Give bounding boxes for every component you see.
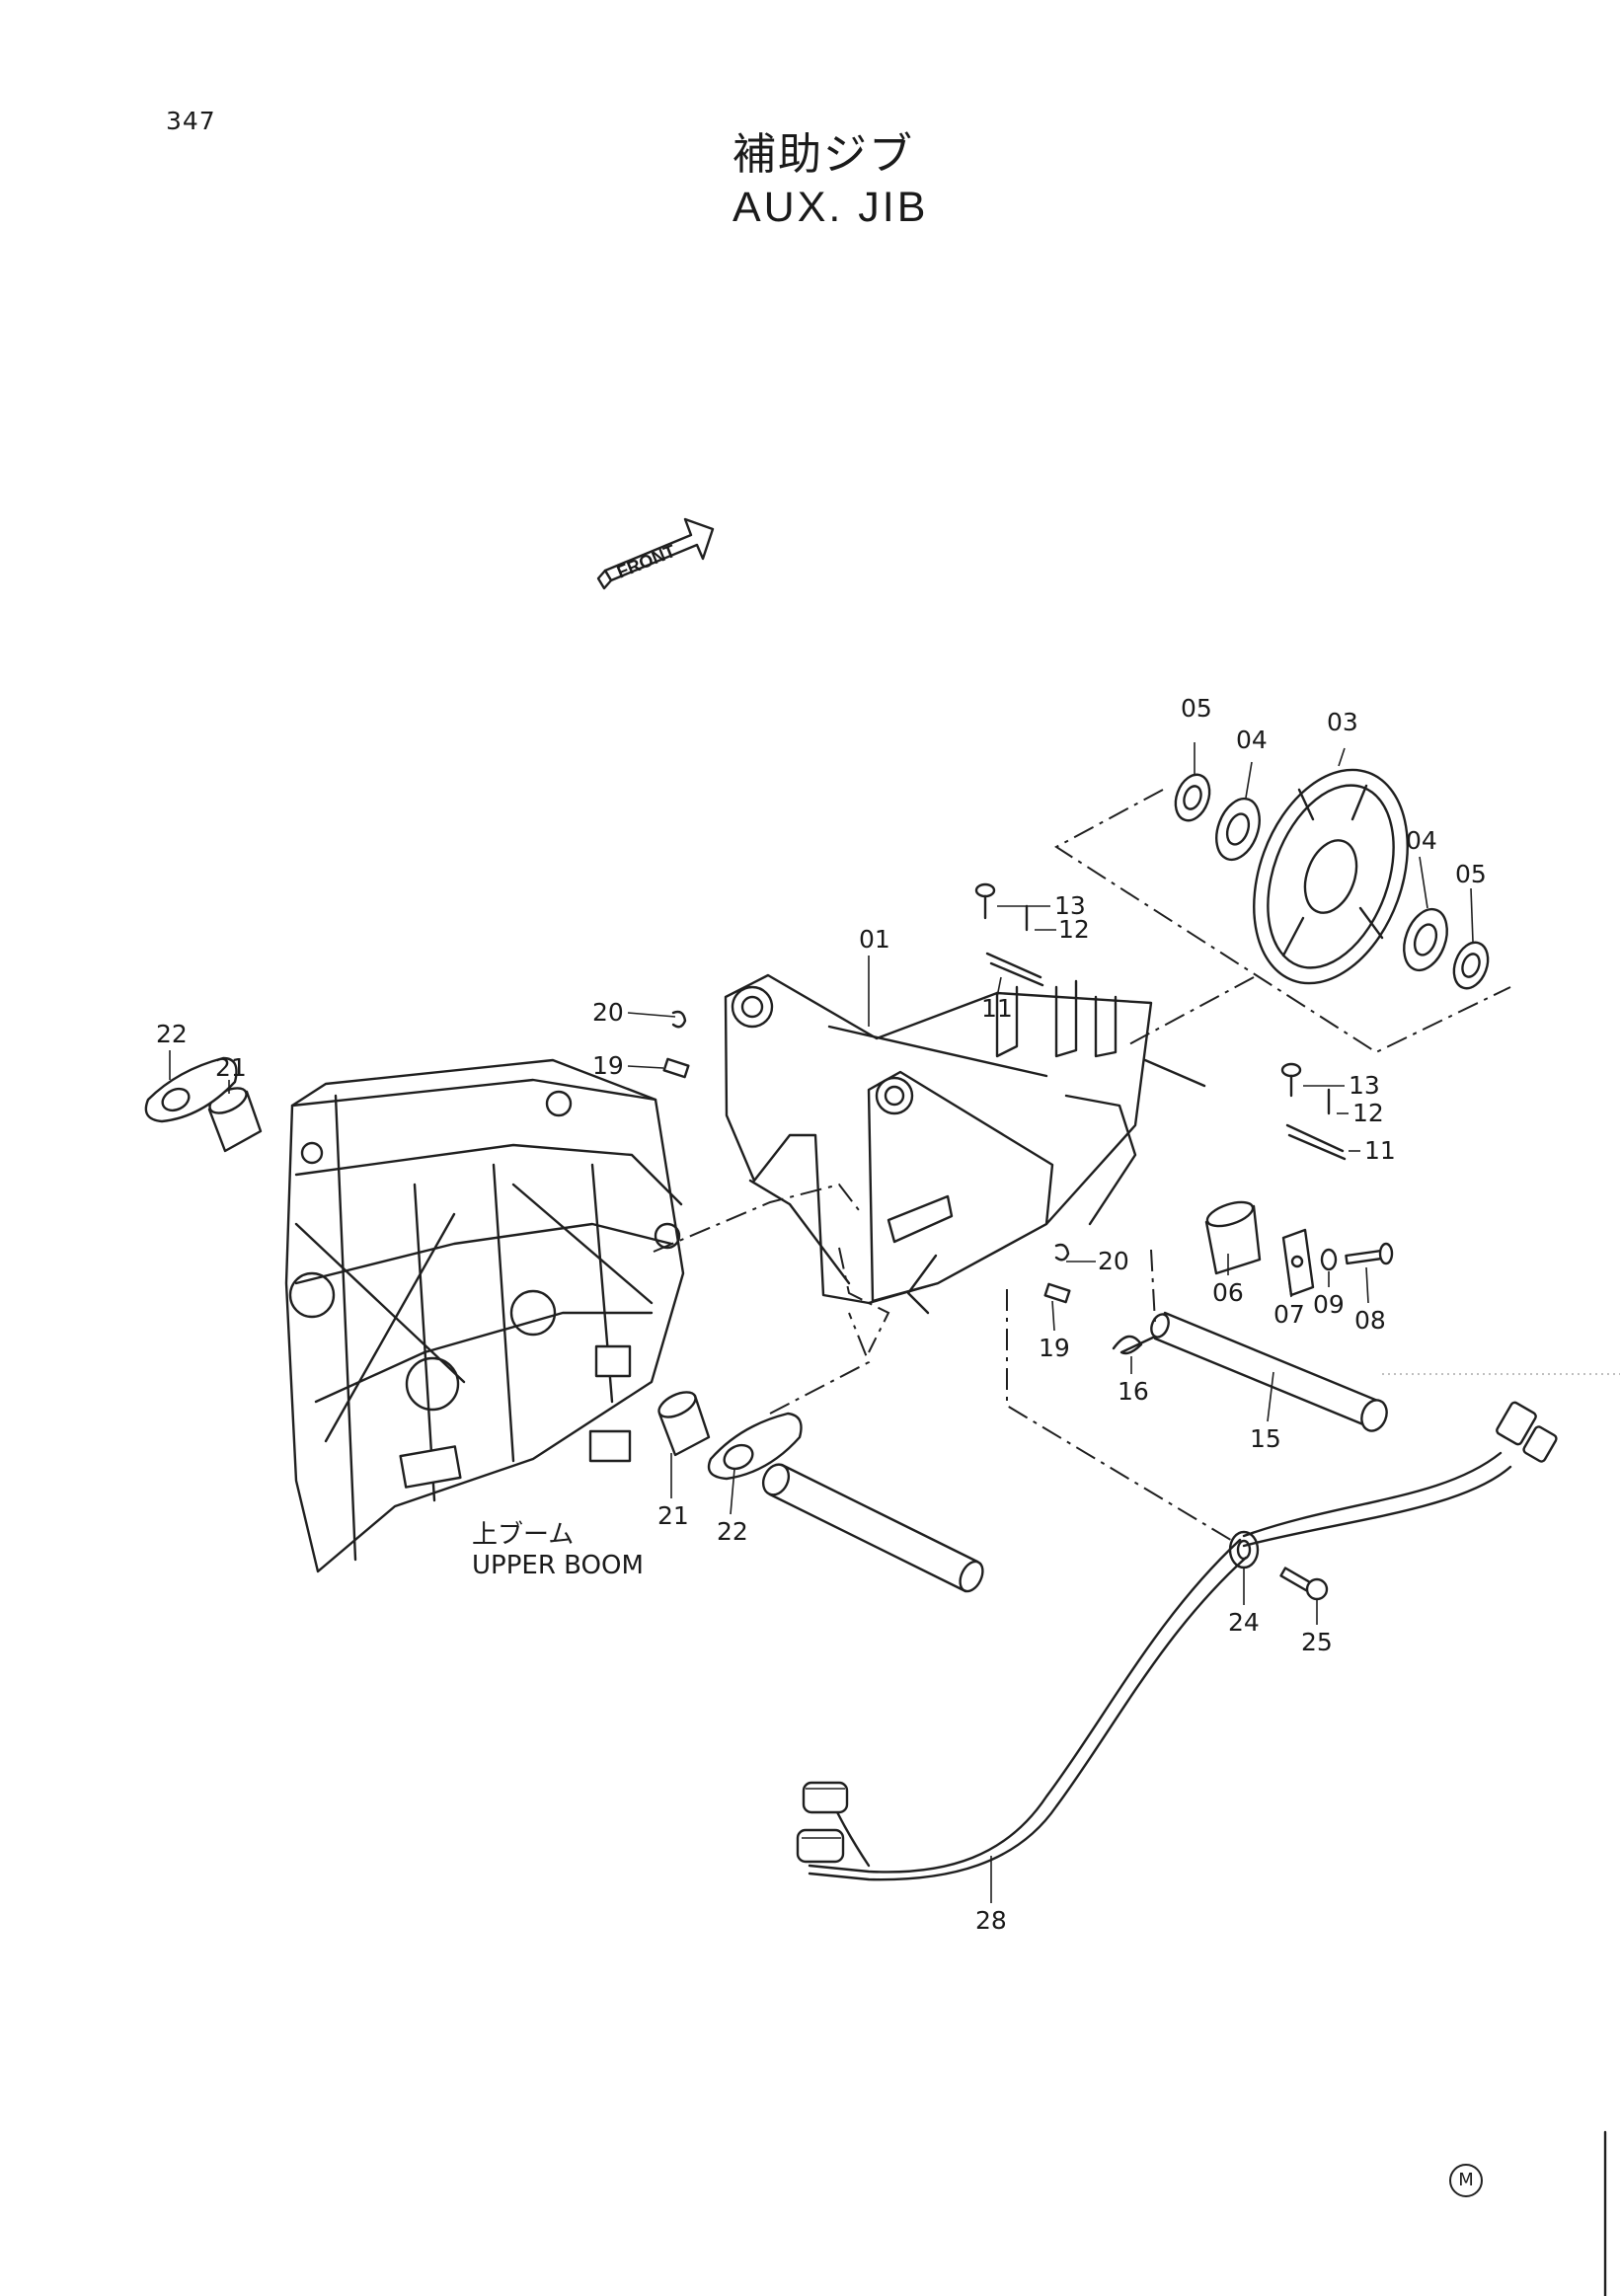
assembly-line-cable: [1006, 1289, 1235, 1543]
assembly-line-lower: [838, 1247, 890, 1353]
callout-20-lower: 20: [1098, 1247, 1129, 1275]
callout-01: 01: [859, 925, 890, 954]
callout-07: 07: [1273, 1300, 1305, 1329]
lower-pin: [761, 1463, 984, 1593]
callout-21-right: 21: [657, 1501, 689, 1530]
title-block: 補助ジブ AUX. JIB: [733, 129, 929, 232]
callout-09: 09: [1313, 1290, 1345, 1319]
washer-09: [1320, 1248, 1338, 1271]
callout-22-right: 22: [717, 1517, 748, 1546]
title-japanese: 補助ジブ: [733, 129, 914, 180]
clip-20-upper: [671, 1010, 687, 1029]
pin-set-right: [1143, 1058, 1347, 1161]
callout-11-upper: 11: [981, 994, 1013, 1023]
callout-05-right: 05: [1455, 860, 1487, 888]
clip-20-lower: [1054, 1243, 1070, 1262]
callout-04-right: 04: [1406, 826, 1437, 855]
front-arrow-icon: FRONT: [596, 517, 715, 590]
bearing-04-right: [1403, 907, 1448, 972]
pulley-assembly-line: [1054, 789, 1511, 1054]
upper-boom-label-en: UPPER BOOM: [472, 1550, 644, 1580]
callout-06: 06: [1212, 1278, 1244, 1307]
plate-07: [1281, 1228, 1315, 1297]
assembly-line-upper: [653, 1183, 860, 1253]
callout-labels: 05 04 03 04 05 13 12 01 11 20 19 22 21 1…: [156, 694, 1487, 1935]
front-label: FRONT: [614, 541, 678, 582]
upper-boom-label: 上ブーム UPPER BOOM: [472, 1520, 644, 1580]
callout-12-right: 12: [1352, 1099, 1384, 1127]
pin-19-upper: [662, 1057, 690, 1079]
callout-28: 28: [975, 1906, 1007, 1935]
callout-03: 03: [1327, 708, 1358, 736]
callout-08: 08: [1354, 1306, 1386, 1335]
upper-boom-label-ja: 上ブーム: [472, 1520, 575, 1550]
collar-06: [1204, 1200, 1262, 1275]
jib-bracket-01: [724, 973, 1153, 1315]
callout-16: 16: [1118, 1377, 1149, 1406]
pin-16: [1112, 1335, 1157, 1355]
bushing-21-right: [657, 1391, 711, 1457]
pin-19-lower: [1043, 1282, 1071, 1304]
title-english: AUX. JIB: [733, 184, 929, 232]
cable-harness-28: [796, 1401, 1558, 1881]
pulley-03: [1253, 768, 1409, 985]
callout-21-left: 21: [215, 1053, 247, 1082]
callout-13-upper: 13: [1054, 891, 1086, 920]
bolt-08: [1345, 1242, 1394, 1265]
bushing-21-left: [207, 1087, 263, 1153]
upper-boom-structure: [284, 1058, 685, 1573]
callout-20-upper: 20: [592, 998, 624, 1027]
assembly-line-pin: [1150, 1249, 1156, 1324]
spacer-05-left: [1174, 773, 1211, 822]
page-number: 347: [166, 107, 216, 135]
bearing-04-left: [1215, 797, 1261, 862]
callout-04-left: 04: [1236, 726, 1268, 754]
pulley-axis-line: [1124, 976, 1255, 1047]
callout-25: 25: [1301, 1628, 1333, 1656]
callout-13-right: 13: [1349, 1071, 1380, 1100]
plate-22-left: [144, 1056, 238, 1123]
plate-22-right: [707, 1412, 803, 1481]
callout-12-upper: 12: [1058, 915, 1090, 944]
pin-set-upper: [974, 882, 1044, 987]
callout-15: 15: [1250, 1424, 1281, 1453]
spacer-05-right: [1452, 941, 1490, 990]
assembly-line-bushing: [769, 1312, 871, 1415]
callout-19-upper: 19: [592, 1051, 624, 1080]
clamp-24: [1228, 1530, 1260, 1569]
bolt-25: [1279, 1567, 1329, 1601]
callout-05-left: 05: [1181, 694, 1212, 723]
model-mark-icon: M: [1449, 2164, 1483, 2197]
callout-19-lower: 19: [1039, 1334, 1070, 1362]
callout-24: 24: [1228, 1608, 1260, 1637]
leader-lines: [169, 742, 1474, 1903]
callout-11-right: 11: [1364, 1136, 1396, 1165]
callout-22-left: 22: [156, 1020, 188, 1048]
